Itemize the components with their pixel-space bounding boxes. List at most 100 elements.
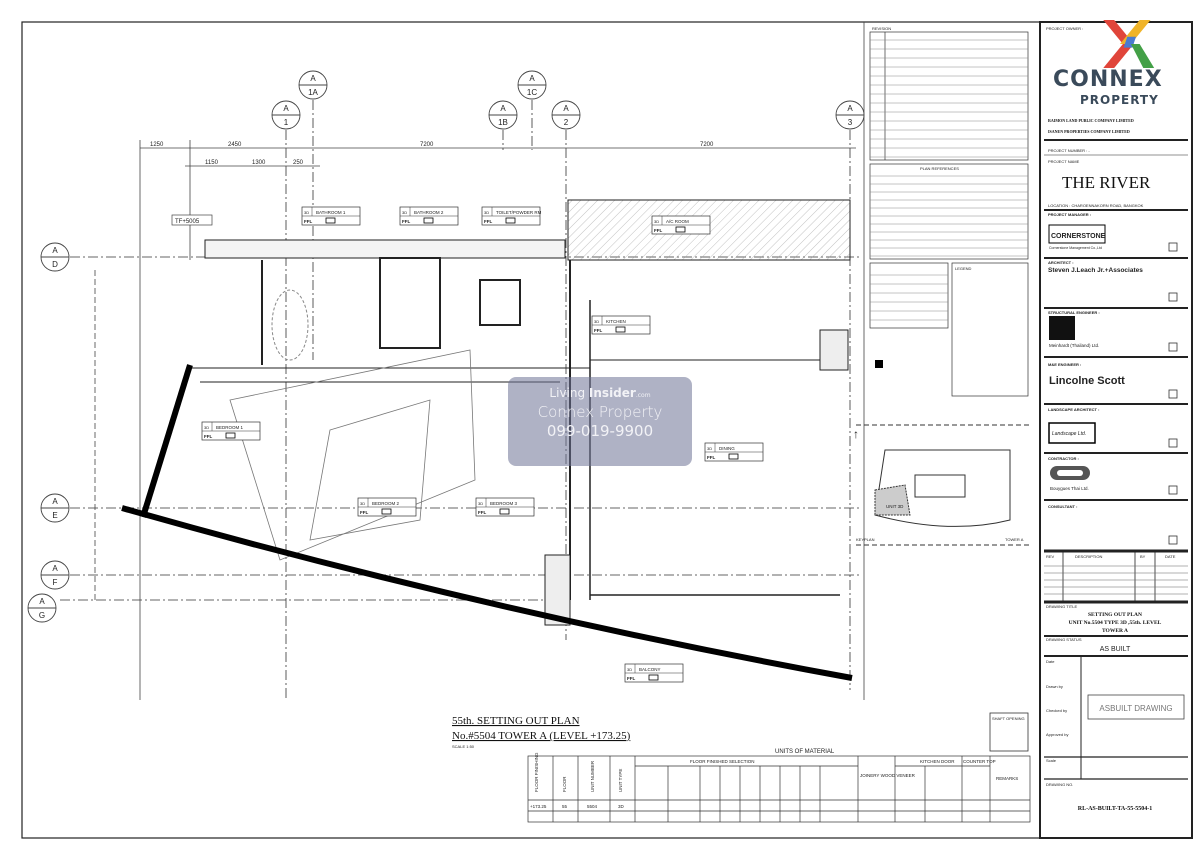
grid-bubble-col: A1	[271, 100, 301, 130]
grid-bubble-label: F	[53, 578, 58, 587]
grid-bubble-prefix: A	[52, 564, 58, 573]
architect: Steven J.Leach Jr.+Associates	[1048, 267, 1143, 274]
status: AS BUILT	[1100, 646, 1131, 653]
grid-bubble-prefix: A	[283, 104, 289, 113]
dim-4: 7200	[700, 142, 714, 148]
room-ffl: FFL	[594, 328, 602, 333]
grid-bubble-prefix: A	[52, 246, 58, 255]
revision-title: REVISION	[872, 26, 891, 31]
project-name: THE RIVER	[1062, 173, 1151, 192]
room-name: BATHROOM 2	[414, 210, 444, 215]
grid-bubble-label: 1B	[498, 118, 508, 127]
room-name: BEDROOM 2	[372, 501, 400, 506]
grid-bubble-col: A1C	[517, 70, 547, 100]
room-name: A/C ROOM	[666, 219, 689, 224]
approval-checkbox[interactable]	[1168, 342, 1178, 352]
room-tag: 3D BEDROOM 1 FFL	[201, 421, 261, 441]
watermark-brand-light: Living	[549, 386, 589, 400]
structural-label: STRUCTURAL ENGINEER :	[1048, 310, 1100, 315]
td-type: 3D	[618, 804, 625, 809]
grid-bubble-col: A3	[835, 100, 865, 130]
room-name: KITCHEN	[606, 319, 626, 324]
approval-checkbox[interactable]	[1168, 292, 1178, 302]
grid-bubble-prefix: A	[847, 104, 853, 113]
approval-checkbox[interactable]	[1168, 438, 1178, 448]
level-tag: TF+5005	[175, 219, 200, 225]
approval-checkbox[interactable]	[1168, 485, 1178, 495]
room-tag: 3D A/C ROOM FFL	[651, 215, 711, 235]
dim-3: 7200	[420, 142, 434, 148]
grid-bubble-row: AD	[40, 242, 70, 272]
contractor-label: CONTRACTOR :	[1048, 456, 1079, 461]
room-name: BATHROOM 1	[316, 210, 346, 215]
th-floor: FLOOR	[562, 776, 567, 792]
date-label: Date	[1046, 659, 1055, 664]
room-ffl: FFL	[627, 676, 635, 681]
keyplan: UNIT 3D KEYPLAN TOWER A ↑	[853, 424, 1030, 546]
keyplan-label: KEYPLAN	[856, 537, 875, 542]
watermark-phone: 099-019-9900	[546, 422, 654, 440]
dim-sub-1: 1150	[205, 160, 219, 166]
room-tag: 3D TOILET/POWDER RM FFL	[481, 206, 542, 226]
room-ffl: FFL	[484, 219, 492, 224]
plan-title-line1: 55th. SETTING OUT PLAN	[452, 715, 580, 727]
grid-bubble-label: E	[52, 511, 57, 520]
td-floor: 55	[562, 804, 568, 809]
room-code: 3D	[204, 425, 209, 430]
watermark-brand-tld: .com	[635, 392, 651, 399]
approval-checkbox[interactable]	[1168, 389, 1178, 399]
side-wall	[140, 364, 193, 518]
status-label: DRAWING STATUS	[1046, 637, 1082, 642]
asbuilt-stamp: ASBUILT DRAWING	[1099, 704, 1172, 713]
connex-x-mark-icon	[1103, 20, 1155, 68]
room-code: 3D	[484, 210, 489, 215]
owner-1: RAIMON LAND PUBLIC COMPANY LIMITED	[1048, 118, 1134, 123]
drawing-no-label: DRAWING NO.	[1046, 782, 1073, 787]
room-ffl: FFL	[654, 228, 662, 233]
room-name: DINING	[719, 446, 735, 451]
project-number-label: PROJECT NUMBER : -	[1048, 148, 1090, 153]
room-name: BEDROOM 1	[216, 425, 244, 430]
plan-scale: SCALE 1:50	[452, 744, 475, 749]
drawn-label: Drawn by	[1046, 684, 1063, 689]
grid-bubble-col: A1B	[488, 100, 518, 130]
structural: Meinhardt (Thailand) Ltd.	[1049, 343, 1099, 348]
room-code: 3D	[478, 501, 483, 506]
room-code: 3D	[654, 219, 659, 224]
walls	[190, 199, 851, 626]
legend-title: LEGEND	[955, 266, 972, 271]
title-block-frame	[1039, 21, 1193, 839]
grid-bubble-prefix: A	[39, 597, 45, 606]
grid-bubble-prefix: A	[310, 74, 316, 83]
room-name: TOILET/POWDER RM	[496, 210, 542, 215]
drawing-title-label: DRAWING TITLE	[1046, 604, 1077, 609]
grid-bubble-label: 1	[284, 118, 289, 127]
title-block-dividers	[1044, 139, 1188, 780]
logo-name: CONNEX	[1053, 67, 1163, 92]
dim-sub-2: 1300	[252, 160, 266, 166]
approval-checkbox[interactable]	[1168, 535, 1178, 545]
approval-checkbox[interactable]	[1168, 242, 1178, 252]
th-kitchen-door: KITCHEN DOOR	[920, 759, 955, 764]
th-counter-top: COUNTER TOP	[963, 759, 996, 764]
room-code: 3D	[707, 446, 712, 451]
grid-bubble-label: 1A	[308, 88, 318, 97]
room-name: BALCONY	[639, 667, 661, 672]
dim-2: 2450	[228, 142, 242, 148]
room-code: 3D	[402, 210, 407, 215]
location: LOCATION : CHAROENNAKORN ROAD, BANGKOK	[1048, 203, 1144, 208]
room-code: 3D	[360, 501, 365, 506]
grid-bubble-row: AG	[27, 593, 57, 623]
architect-label: ARCHITECT :	[1048, 260, 1074, 265]
room-ffl: FFL	[204, 434, 212, 439]
consultant-label: CONSULTANT :	[1048, 504, 1077, 509]
watermark-brand-bold: Insider	[588, 386, 636, 400]
watermark-company: Connex Property	[537, 403, 663, 421]
checked-label: Checked by	[1046, 708, 1067, 713]
